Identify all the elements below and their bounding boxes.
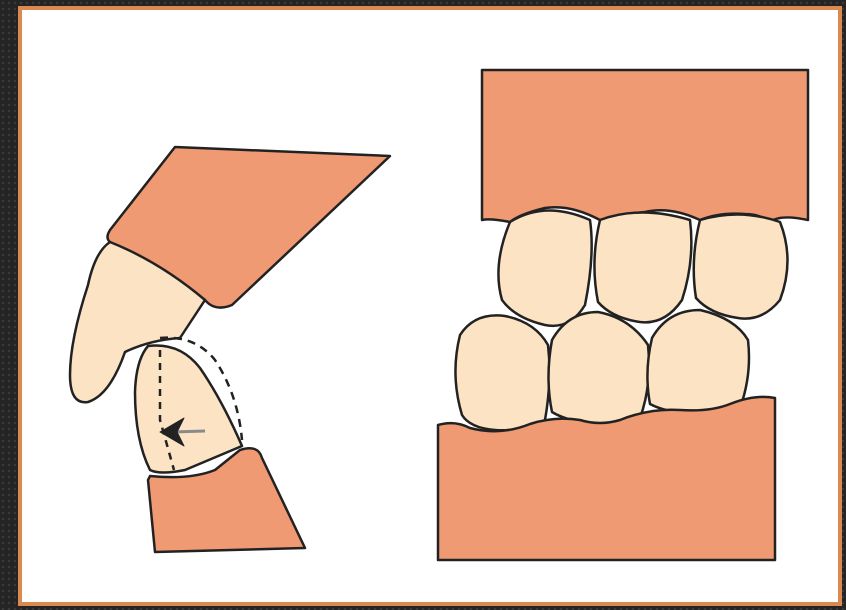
upper-gum-block bbox=[482, 70, 808, 222]
lower-tooth-3 bbox=[647, 310, 749, 415]
lower-tooth-1 bbox=[455, 315, 549, 430]
upper-tooth-2 bbox=[594, 213, 691, 323]
front-view bbox=[438, 70, 808, 560]
upper-tooth-3 bbox=[694, 214, 788, 318]
lower-tooth-2 bbox=[549, 312, 650, 425]
side-view bbox=[70, 147, 390, 552]
lower-incisor bbox=[135, 345, 242, 472]
upper-tooth-1 bbox=[498, 210, 591, 325]
